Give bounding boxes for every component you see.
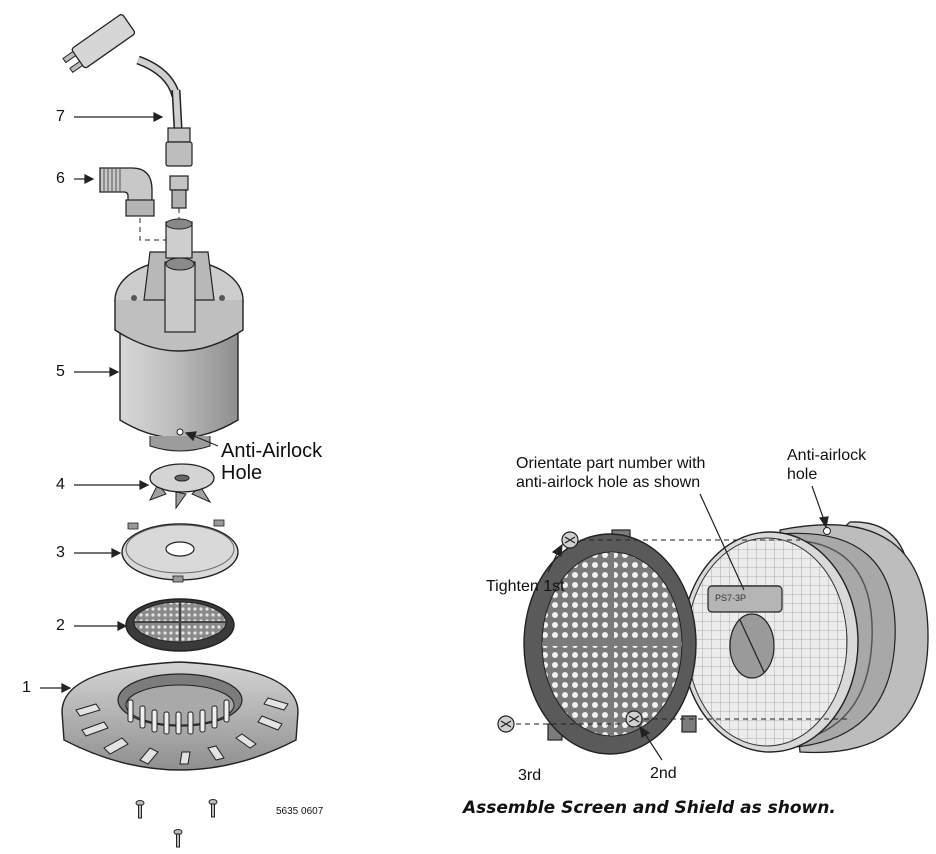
base-screws bbox=[135, 799, 218, 848]
anti-airlock-label-line2: Hole bbox=[221, 462, 263, 484]
shield-part-number: PS7-3P bbox=[715, 593, 747, 603]
part-label-5: 5 bbox=[56, 363, 65, 380]
intake-screen-part-2 bbox=[125, 598, 235, 652]
anti-airlock-hole-label: Anti-Airlock Hole bbox=[221, 440, 322, 484]
shield-plate bbox=[681, 531, 859, 753]
pump-housing-part-5 bbox=[114, 218, 244, 452]
part-label-4: 4 bbox=[56, 476, 65, 493]
second-screw-label: 2nd bbox=[650, 765, 677, 782]
slotted-base-part-1 bbox=[61, 661, 299, 771]
tighten-first-label: Tighten 1st bbox=[486, 578, 565, 595]
anti-airlock-note-line2: hole bbox=[787, 466, 818, 483]
screw-third bbox=[497, 715, 515, 733]
orientate-note-line1: Orientate part number with bbox=[516, 455, 706, 472]
part-label-6: 6 bbox=[56, 170, 65, 187]
screw-guides bbox=[516, 539, 850, 725]
orientate-note-line2: anti-airlock hole as shown bbox=[516, 474, 701, 491]
part-label-2: 2 bbox=[56, 617, 65, 634]
impeller-part-4 bbox=[148, 463, 215, 510]
anti-airlock-label-line1: Anti-Airlock bbox=[221, 440, 323, 462]
assembly-caption: Assemble Screen and Shield as shown. bbox=[463, 798, 836, 818]
part-label-3: 3 bbox=[56, 544, 65, 561]
part-label-7: 7 bbox=[56, 108, 65, 125]
screw-second bbox=[625, 710, 643, 728]
part-leader-lines bbox=[40, 112, 219, 693]
intake-screen-front bbox=[523, 529, 697, 755]
orientate-note: Orientate part number with anti-airlock … bbox=[516, 454, 705, 492]
note-leader-lines bbox=[547, 485, 829, 761]
drawing-code: 5635 0607 bbox=[276, 806, 324, 817]
gasket-plate-part-3 bbox=[121, 519, 239, 583]
third-screw-label: 3rd bbox=[518, 767, 542, 784]
anti-airlock-note-line1: Anti-airlock bbox=[787, 447, 867, 464]
elbow-fitting-part-6 bbox=[99, 167, 155, 217]
screw-first bbox=[561, 531, 579, 549]
part-label-1: 1 bbox=[22, 679, 31, 696]
anti-airlock-hole-note: Anti-airlock hole bbox=[787, 446, 866, 484]
